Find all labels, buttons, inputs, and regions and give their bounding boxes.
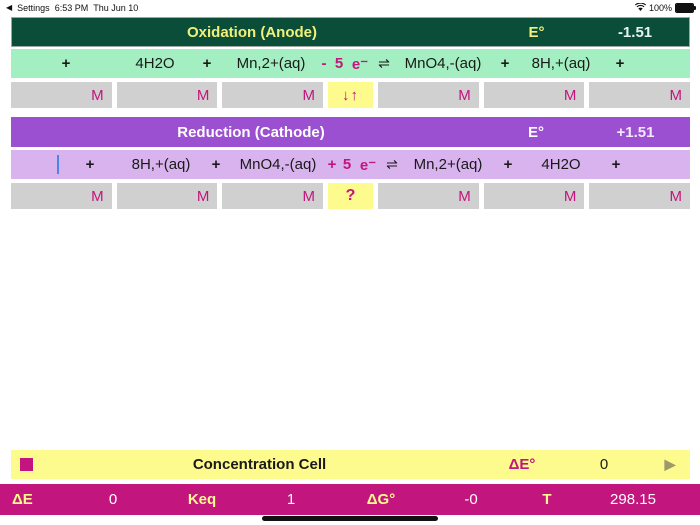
down-up-arrows-icon: ↓↑ xyxy=(342,86,360,104)
anode-plus-3: + xyxy=(500,55,510,72)
cathode-electron-sign: + xyxy=(327,156,337,173)
concentration-cell-bar[interactable]: Concentration Cell ΔE° 0 ▶ xyxy=(11,450,690,479)
delta-e-label: ΔE xyxy=(12,491,33,508)
stop-square-icon[interactable] xyxy=(20,458,33,471)
cathode-molarity-cell-1[interactable]: M xyxy=(11,183,112,209)
temperature-label: T xyxy=(542,491,552,508)
wifi-icon xyxy=(634,2,647,14)
cathode-plus-3: + xyxy=(503,156,513,173)
anode-molarity-cell-3[interactable]: M xyxy=(222,82,324,108)
cathode-molarity-cell-4[interactable]: M xyxy=(378,183,479,209)
temperature-value[interactable]: 298.15 xyxy=(610,491,656,508)
cathode-plus-4: + xyxy=(611,156,621,173)
anode-e-label: E° xyxy=(528,23,545,41)
anode-molarity-cell-2[interactable]: M xyxy=(116,82,218,108)
cathode-molarity-cell-5[interactable]: M xyxy=(483,183,585,209)
battery-icon xyxy=(675,3,696,13)
status-bar-right: 100% xyxy=(634,2,700,14)
cathode-electron-coefficient[interactable]: 5 xyxy=(342,156,352,173)
cathode-header[interactable]: Reduction (Cathode) E° +1.51 xyxy=(11,117,690,147)
anode-title: Oxidation (Anode) xyxy=(187,23,317,41)
status-back-app-label[interactable]: Settings xyxy=(17,3,50,13)
anode-equilibrium-arrows-icon: ⇌ xyxy=(378,55,390,71)
cathode-molarity-cell-6[interactable]: M xyxy=(589,183,691,209)
cathode-molarity-label-6: M xyxy=(669,187,683,205)
cathode-electron-symbol: e⁻ xyxy=(359,156,377,174)
anode-species-2[interactable]: Mn,2+(aq) xyxy=(236,55,306,72)
anode-molarity-cell-5[interactable]: M xyxy=(483,82,585,108)
anode-equation-row[interactable]: + 4H2O + Mn,2+(aq) - 5 e⁻ ⇌ MnO4,-(aq) +… xyxy=(11,49,690,78)
cathode-molarity-label-4: M xyxy=(458,187,471,205)
cathode-equilibrium-arrows-icon: ⇌ xyxy=(386,156,398,172)
anode-molarity-label-4: M xyxy=(458,86,471,104)
anode-molarity-cell-4[interactable]: M xyxy=(378,82,479,108)
anode-plus-1: + xyxy=(61,55,71,72)
anode-species-4[interactable]: 8H,+(aq) xyxy=(531,55,591,72)
cathode-equation-row[interactable]: + 8H,+(aq) + MnO4,-(aq) + 5 e⁻ ⇌ Mn,2+(a… xyxy=(11,150,690,179)
anode-species-1[interactable]: 4H2O xyxy=(135,55,175,72)
anode-electron-sign: - xyxy=(321,55,327,72)
anode-molarity-label-6: M xyxy=(669,86,683,104)
status-bar: ◀ Settings 6:53 PM Thu Jun 10 100% xyxy=(0,0,700,16)
anode-molarity-cell-1[interactable]: M xyxy=(11,82,112,108)
battery-percent-label: 100% xyxy=(648,3,672,13)
anode-molarity-label-5: M xyxy=(563,86,577,104)
cathode-e-label: E° xyxy=(527,123,544,141)
anode-plus-4: + xyxy=(615,55,625,72)
anode-electron-coefficient[interactable]: 5 xyxy=(334,55,344,72)
cathode-molarity-label-1: M xyxy=(91,187,104,205)
keq-value: 1 xyxy=(286,491,296,508)
delta-e-value: 0 xyxy=(108,491,118,508)
results-bar: ΔE 0 Keq 1 ΔG° -0 T 298.15 xyxy=(0,484,700,515)
cathode-cell-row: M M M ? M M M xyxy=(11,183,691,209)
anode-species-3[interactable]: MnO4,-(aq) xyxy=(404,55,482,72)
anode-cell-row: M M M ↓↑ M M M xyxy=(11,82,691,108)
anode-e-value: -1.51 xyxy=(617,23,653,41)
delta-g-label: ΔG° xyxy=(366,491,396,508)
cathode-help-button[interactable]: ? xyxy=(328,183,374,209)
cathode-species-3[interactable]: Mn,2+(aq) xyxy=(413,156,483,173)
cathode-molarity-label-2: M xyxy=(196,187,210,205)
anode-molarity-label-1: M xyxy=(91,86,104,104)
cathode-molarity-label-5: M xyxy=(563,187,577,205)
status-time: 6:53 PM xyxy=(54,3,89,13)
question-mark-icon: ? xyxy=(345,187,356,204)
anode-molarity-label-2: M xyxy=(196,86,210,104)
anode-swap-direction-button[interactable]: ↓↑ xyxy=(328,82,374,108)
keq-label: Keq xyxy=(187,491,217,508)
cathode-title: Reduction (Cathode) xyxy=(177,123,325,141)
cathode-molarity-cell-2[interactable]: M xyxy=(116,183,218,209)
anode-molarity-cell-6[interactable]: M xyxy=(589,82,691,108)
cathode-plus-2: + xyxy=(211,156,221,173)
anode-header[interactable]: Oxidation (Anode) E° -1.51 xyxy=(11,17,690,47)
play-icon[interactable]: ▶ xyxy=(664,456,676,472)
text-cursor xyxy=(11,155,59,174)
anode-plus-2: + xyxy=(202,55,212,72)
concentration-delta-e-label: ΔE° xyxy=(508,456,536,473)
delta-g-value: -0 xyxy=(464,491,478,508)
concentration-delta-e-value: 0 xyxy=(599,456,609,473)
status-date: Thu Jun 10 xyxy=(93,3,139,13)
cathode-species-2[interactable]: MnO4,-(aq) xyxy=(239,156,317,173)
cathode-molarity-label-3: M xyxy=(302,187,316,205)
anode-electron-symbol: e⁻ xyxy=(351,55,369,73)
cathode-species-4[interactable]: 4H2O xyxy=(541,156,581,173)
anode-molarity-label-3: M xyxy=(302,86,316,104)
concentration-cell-title: Concentration Cell xyxy=(192,456,327,473)
back-arrow-icon[interactable]: ◀ xyxy=(6,3,13,12)
cathode-molarity-cell-3[interactable]: M xyxy=(222,183,324,209)
cathode-species-1[interactable]: 8H,+(aq) xyxy=(131,156,191,173)
home-indicator[interactable] xyxy=(262,516,438,521)
cathode-plus-1: + xyxy=(85,156,95,173)
status-bar-left: ◀ Settings 6:53 PM Thu Jun 10 xyxy=(0,3,138,13)
cathode-e-value: +1.51 xyxy=(616,123,655,141)
